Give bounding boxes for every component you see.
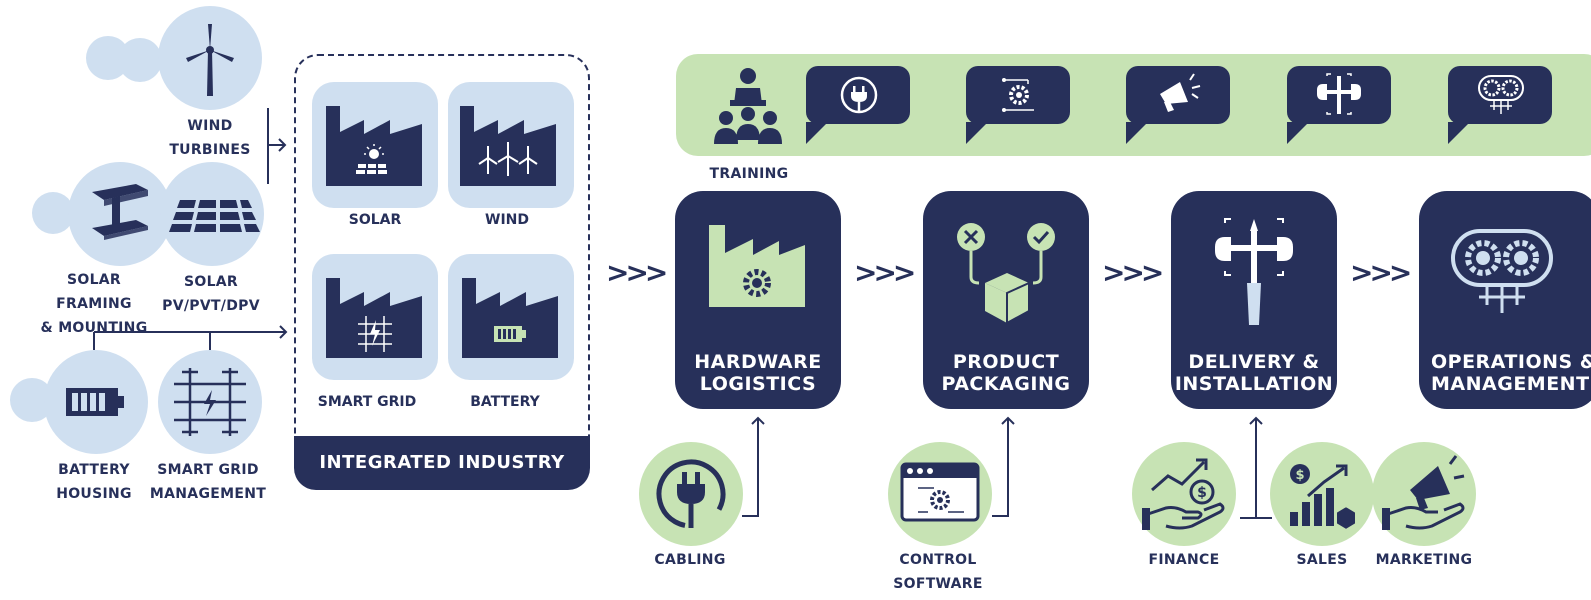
finance-hand-icon: $	[1142, 458, 1225, 530]
factory-wind-icon	[460, 106, 556, 186]
battery-icon	[66, 388, 124, 416]
flow-chevrons: >>>	[854, 256, 916, 289]
stage-title: PRODUCT PACKAGING	[941, 351, 1071, 395]
factory-battery-icon	[462, 278, 558, 358]
gears-circuit-icon	[1451, 229, 1553, 313]
tile-battery	[448, 254, 574, 380]
training-label: TRAINING	[709, 166, 789, 182]
input-connector	[992, 416, 1015, 517]
factory-grid-icon	[326, 278, 422, 358]
stage-delivery-installation: DELIVERY & INSTALLATION	[1171, 191, 1337, 409]
industry-footer: INTEGRATED INDUSTRY	[294, 436, 590, 490]
finance-label: FINANCE	[1148, 552, 1220, 568]
solar-framing-circle	[68, 162, 172, 266]
flow-chevrons: >>>	[1102, 256, 1164, 289]
smart-grid-mgmt-label: SMART GRID MANAGEMENT	[149, 462, 267, 502]
stage-operations-management: OPERATIONS & MANAGEMENT	[1419, 191, 1591, 409]
wind-turbines-circle	[158, 6, 262, 110]
steel-beam-icon	[92, 184, 148, 240]
factory-gear-icon	[709, 225, 805, 307]
plug-icon	[840, 76, 878, 114]
stage-title: HARDWARE LOGISTICS	[694, 351, 822, 395]
tile-solar-label: SOLAR	[348, 212, 402, 228]
svg-text:$: $	[1295, 468, 1304, 483]
bubble-tools	[1287, 66, 1391, 144]
decor-bubble	[118, 38, 162, 82]
bubble-tail	[966, 122, 988, 144]
stage-hardware-logistics: HARDWARE LOGISTICS	[675, 191, 841, 409]
sales-label: SALES	[1296, 552, 1348, 568]
finance-circle: $	[1132, 442, 1236, 546]
tools-icon	[1317, 73, 1361, 115]
megaphone-icon	[1160, 73, 1201, 112]
stage-product-packaging: PRODUCT PACKAGING	[923, 191, 1089, 409]
smart-grid-mgmt-circle	[158, 350, 262, 454]
tile-wind-label: WIND	[485, 212, 529, 228]
battery-housing-circle	[44, 350, 148, 454]
industry-footer-label: INTEGRATED INDUSTRY	[319, 452, 565, 473]
solar-panel-icon	[169, 200, 260, 232]
tile-smart-grid-label: SMART GRID	[317, 394, 417, 410]
cabling-circle	[639, 442, 743, 546]
bubble-tail	[1287, 122, 1309, 144]
input-connector	[1240, 416, 1272, 519]
megaphone-hand-icon	[1382, 455, 1465, 530]
stage-title: DELIVERY & INSTALLATION	[1174, 351, 1334, 395]
software-window-icon	[900, 462, 980, 522]
trainer-icon	[714, 68, 782, 144]
sales-chart-icon: $	[1290, 464, 1357, 532]
marketing-circle	[1372, 442, 1476, 546]
svg-text:$: $	[1197, 485, 1207, 501]
gears-circuit-icon	[1478, 75, 1524, 114]
flow-chevrons: >>>	[606, 256, 668, 289]
sales-circle: $	[1270, 442, 1374, 546]
integrated-industry-panel: INTEGRATED INDUSTRY	[294, 54, 590, 490]
solar-pv-circle	[160, 162, 264, 266]
smart-grid-icon	[174, 368, 246, 436]
cabling-label: CABLING	[654, 552, 726, 568]
source-connector	[267, 108, 287, 184]
gear-flow-icon	[1002, 78, 1034, 112]
solar-framing-label: SOLAR FRAMING & MOUNTING	[40, 272, 148, 336]
flow-chevrons: >>>	[1350, 256, 1412, 289]
bubble-gear-flow	[966, 66, 1070, 144]
bubble-megaphone	[1126, 66, 1230, 144]
bubble-gears-circuit	[1448, 66, 1552, 144]
tile-solar	[312, 82, 438, 208]
bubble-plug	[806, 66, 910, 144]
stage-title: OPERATIONS & MANAGEMENT	[1431, 351, 1591, 395]
control-software-circle	[888, 442, 992, 546]
tile-smart-grid	[312, 254, 438, 380]
wind-turbines-label: WIND TURBINES	[169, 118, 251, 158]
tile-wind	[448, 82, 574, 208]
plug-icon	[656, 459, 726, 529]
input-connector	[742, 416, 765, 517]
control-software-label: CONTROL SOFTWARE	[893, 552, 983, 592]
decor-bubble	[32, 192, 74, 234]
tools-install-icon	[1215, 218, 1293, 325]
bubble-tail	[806, 122, 828, 144]
source-connector	[93, 325, 288, 350]
factory-solar-icon	[326, 106, 422, 186]
tile-battery-label: BATTERY	[470, 394, 540, 410]
battery-housing-label: BATTERY HOUSING	[56, 462, 132, 502]
wind-turbine-icon	[186, 24, 234, 96]
marketing-label: MARKETING	[1375, 552, 1473, 568]
checklist-box-icon	[957, 223, 1055, 325]
bubble-tail	[1448, 122, 1470, 144]
bubble-tail	[1126, 122, 1148, 144]
solar-pv-label: SOLAR PV/PVT/DPV	[162, 274, 260, 314]
